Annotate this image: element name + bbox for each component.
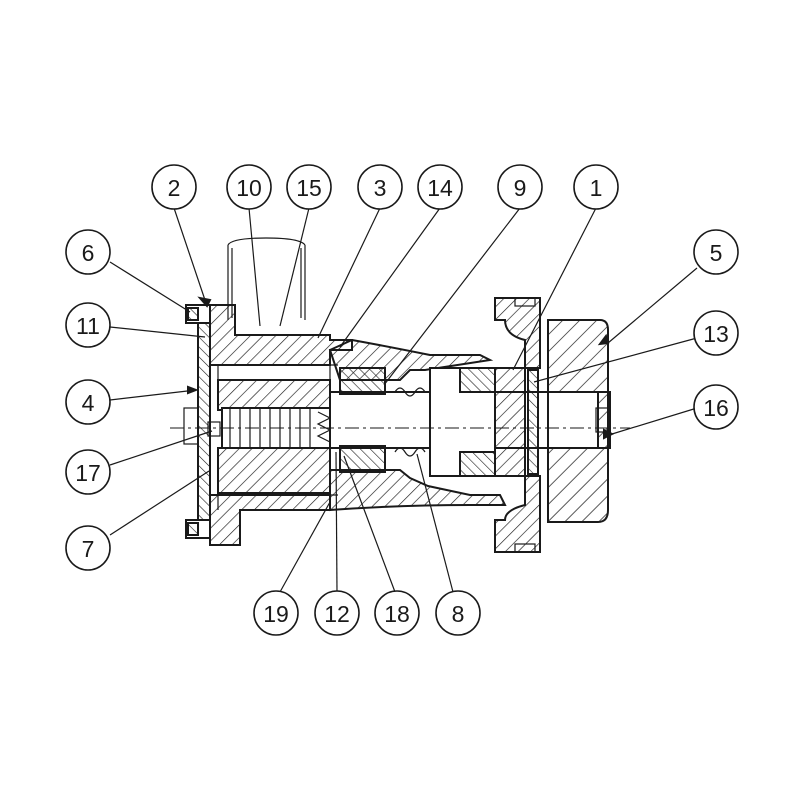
svg-text:14: 14: [427, 175, 453, 201]
bearing-right: [494, 367, 526, 477]
impeller-lower: [217, 447, 331, 494]
callout-1: 1: [573, 164, 619, 210]
outlet-port: [227, 237, 306, 320]
svg-text:11: 11: [76, 313, 100, 339]
svg-text:9: 9: [514, 175, 527, 201]
svg-text:1: 1: [590, 175, 603, 201]
callout-13: 13: [693, 310, 739, 356]
svg-text:2: 2: [168, 175, 181, 201]
svg-text:15: 15: [296, 175, 322, 201]
retaining-ring: [527, 369, 539, 475]
callout-4: 4: [65, 379, 111, 425]
callout-5: 5: [693, 229, 739, 275]
seal-spring-upper: [394, 387, 426, 397]
svg-text:8: 8: [452, 601, 465, 627]
callout-12: 12: [314, 590, 360, 636]
callout-17: 17: [65, 449, 111, 495]
callout-7: 7: [65, 525, 111, 571]
seal-spring-lower: [394, 447, 426, 457]
svg-text:5: 5: [710, 240, 723, 266]
callout-2: 2: [151, 164, 197, 210]
callout-10: 10: [226, 164, 272, 210]
callout-19: 19: [253, 590, 299, 636]
leader-lines: [109, 207, 698, 593]
pump-drawing: [170, 237, 630, 553]
callout-15: 15: [286, 164, 332, 210]
pump-body-lower: [209, 494, 331, 546]
svg-text:7: 7: [82, 536, 95, 562]
pump-body-upper: [209, 304, 353, 366]
seal-upper: [339, 367, 386, 395]
callout-6: 6: [65, 229, 111, 275]
callout-8: 8: [435, 590, 481, 636]
seal-lower: [339, 445, 386, 473]
impeller-upper: [217, 379, 331, 411]
callout-16: 16: [693, 384, 739, 430]
svg-text:10: 10: [236, 175, 262, 201]
callout-14: 14: [417, 164, 463, 210]
callout-3: 3: [357, 164, 403, 210]
callout-9: 9: [497, 164, 543, 210]
svg-text:13: 13: [703, 321, 729, 347]
svg-text:4: 4: [82, 390, 95, 416]
callout-18: 18: [374, 590, 420, 636]
svg-text:18: 18: [384, 601, 410, 627]
svg-text:16: 16: [703, 395, 729, 421]
callout-11: 11: [65, 302, 111, 348]
svg-text:6: 6: [82, 240, 95, 266]
svg-text:12: 12: [324, 601, 350, 627]
svg-text:3: 3: [374, 175, 387, 201]
mounting-flange: [494, 297, 541, 369]
svg-text:19: 19: [263, 601, 289, 627]
svg-text:17: 17: [75, 460, 101, 486]
